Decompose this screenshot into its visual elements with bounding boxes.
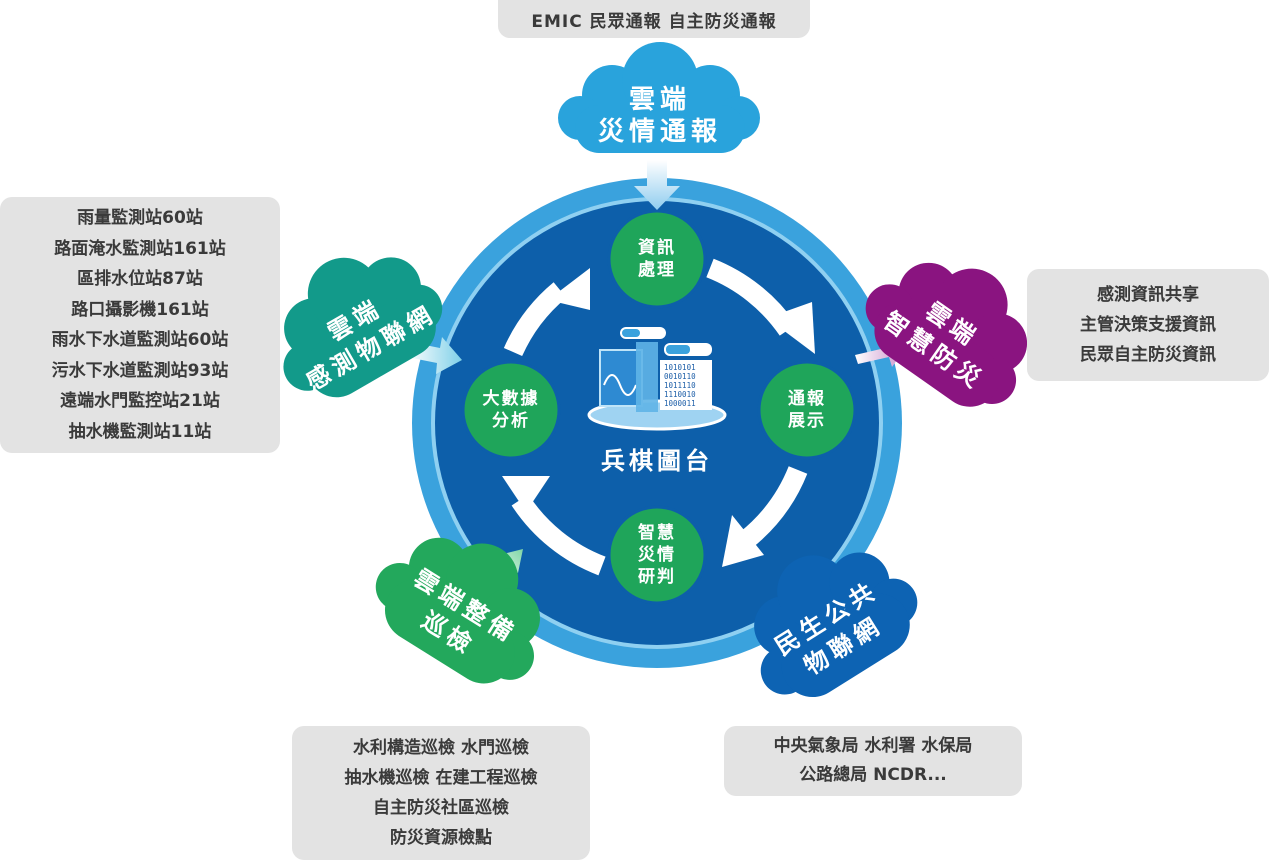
top-source-box: EMIC 民眾通報 自主防災通報 [498,0,810,38]
sensor-item: 路口攝影機161站 [71,299,209,320]
cycle-arrowheads [502,268,815,567]
cloud-civic [754,552,918,698]
cloud-report-label: 雲端 災情通報 [597,85,722,147]
cloud-iot [283,257,443,398]
wargame-table-icon: 1010101 0010110 1011110 1110010 1000011 [587,327,727,431]
patrol-list-box: 水利構造巡檢 水門巡檢 抽水機巡檢 在建工程巡檢 自主防災社區巡檢 防災資源檢點 [292,726,590,860]
node-research-label: 智慧 災情 研判 [638,523,676,587]
sensor-list-box: 雨量監測站60站 路面淹水監測站161站 區排水位站87站 路口攝影機161站 … [0,197,280,453]
sensor-item: 雨水下水道監測站60站 [51,330,229,350]
sensor-item: 雨量監測站60站 [77,208,203,228]
center-bits-3: 1110010 [664,390,696,399]
node-research-circle [607,505,707,605]
arc-top-left [503,282,567,357]
share-item: 感測資訊共享 [1097,285,1199,305]
node-analysis-circle [461,360,561,460]
arrowhead-right-icon [767,302,815,354]
agency-list-box: 中央氣象局 水利署 水保局 公路總局 NCDR... [724,726,1022,796]
sensor-item: 區排水位站87站 [77,269,203,289]
sensor-item: 遠端水門監控站21站 [60,391,220,411]
node-analysis-label: 大數據 分析 [482,389,540,431]
node-report-circle [757,360,857,460]
arrowhead-up-icon [548,268,590,310]
cloud-inspect [375,537,540,684]
center-bits-4: 1000011 [664,399,696,408]
top-source-text: EMIC 民眾通報 自主防災通報 [531,11,777,32]
node-process-circle [607,209,707,309]
sensor-item: 污水下水道監測站93站 [51,360,229,381]
center-bits-1: 0010110 [664,372,696,381]
center-bits-0: 1010101 [664,363,696,372]
arrowhead-down-icon [722,515,764,567]
node-process-label: 資訊 處理 [638,238,676,280]
sensor-item: 抽水機監測站11站 [68,421,212,442]
share-item: 主管決策支援資訊 [1080,315,1216,335]
node-report-label: 通報 展示 [788,389,826,431]
center-title: 兵棋圖台 [601,447,713,475]
share-item: 民眾自主防災資訊 [1080,345,1216,365]
cloud-report [558,42,760,153]
center-bits-2: 1011110 [664,381,696,390]
arc-bottom-right [739,466,808,548]
patrol-item: 水利構造巡檢 水門巡檢 [353,738,529,758]
share-list-box: 感測資訊共享 主管決策支援資訊 民眾自主防災資訊 [1027,269,1269,381]
agency-item: 中央氣象局 水利署 水保局 [773,736,973,756]
agency-item: 公路總局 NCDR... [799,765,947,785]
sensor-item: 路面淹水監測站161站 [54,238,226,259]
patrol-item: 抽水機巡檢 在建工程巡檢 [344,768,538,788]
patrol-item: 自主防災社區巡檢 [373,798,509,818]
arrow-down-from-report-icon [634,160,680,210]
arrowhead-left-icon [502,476,550,512]
patrol-item: 防災資源檢點 [390,828,492,848]
cloud-smart [865,262,1028,407]
